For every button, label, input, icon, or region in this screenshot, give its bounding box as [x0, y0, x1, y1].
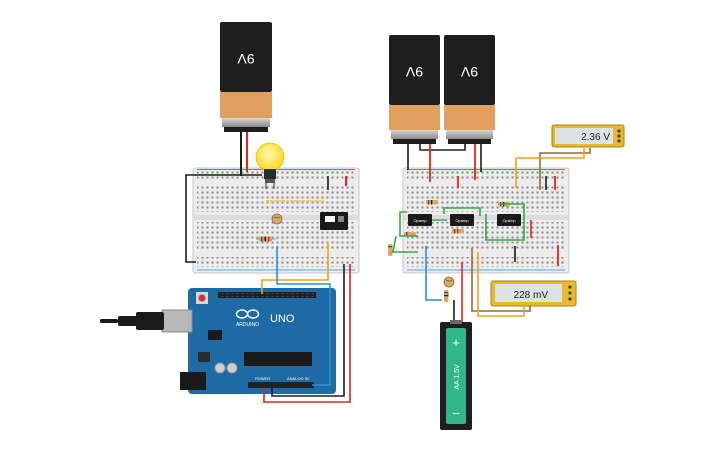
arduino-analog-label: ANALOG IN [287, 376, 309, 381]
opamp-chip-1[interactable]: Opamp [408, 214, 432, 226]
wire-batteries-right[interactable] [407, 144, 482, 182]
photoresistor-right[interactable] [443, 276, 455, 288]
wire-multimeter-top[interactable] [515, 148, 591, 190]
multimeter-bottom-reading: 228 mV [514, 290, 549, 301]
arduino-model: UNO [270, 313, 295, 325]
wire-green-loops[interactable] [392, 203, 525, 253]
battery-right-2-label: 9V [460, 64, 478, 80]
battery-right-1-label: 9V [405, 64, 423, 80]
battery-aa-plus: + [452, 335, 460, 350]
battery-aa[interactable]: + − AA 1.5V [440, 320, 472, 430]
wire-left-red-short[interactable] [327, 176, 347, 190]
opamp-2-label: Opamp [455, 218, 469, 223]
multimeter-bottom[interactable]: 228 mV [490, 280, 577, 307]
usb-connector[interactable] [100, 309, 193, 333]
opamp-1-label: Opamp [413, 218, 427, 223]
relay-module[interactable] [320, 212, 348, 230]
battery-aa-minus: − [452, 406, 460, 421]
arduino-power-label: POWER [255, 376, 270, 381]
opamp-chip-2[interactable]: Opamp [450, 214, 474, 226]
battery-aa-label: AA 1.5V [454, 364, 461, 390]
wire-arduino-black[interactable] [271, 264, 345, 397]
multimeter-top-reading: 2.36 V [581, 132, 610, 143]
wire-arduino-blue[interactable] [276, 246, 331, 386]
multimeter-top[interactable]: 2.36 V [551, 124, 625, 148]
resistor-left[interactable] [256, 236, 276, 242]
battery-left-label: 9V [237, 51, 255, 67]
wire-multimeter-bottom[interactable] [471, 248, 531, 317]
wire-arduino-red[interactable] [263, 264, 351, 403]
wire-right-power-jumpers[interactable] [457, 176, 559, 266]
opamp-chip-3[interactable]: Opamp [497, 214, 521, 226]
wire-left-loop-black[interactable] [185, 174, 262, 263]
light-bulb[interactable] [255, 142, 285, 189]
arduino-uno-board[interactable]: ARDUINO UNO POWER ANALOG IN [180, 288, 336, 394]
wire-arduino-orange[interactable] [261, 242, 329, 294]
resistor-vertical-right[interactable] [444, 290, 449, 302]
battery-9v-left[interactable]: 9V [220, 22, 272, 132]
wire-aa-blue[interactable] [425, 246, 442, 301]
arduino-brand: ARDUINO [236, 322, 259, 328]
opamp-3-label: Opamp [502, 218, 516, 223]
battery-9v-right-2[interactable]: 9V [444, 35, 495, 144]
photoresistor-left[interactable] [271, 213, 283, 225]
battery-9v-right-1[interactable]: 9V [389, 35, 440, 144]
